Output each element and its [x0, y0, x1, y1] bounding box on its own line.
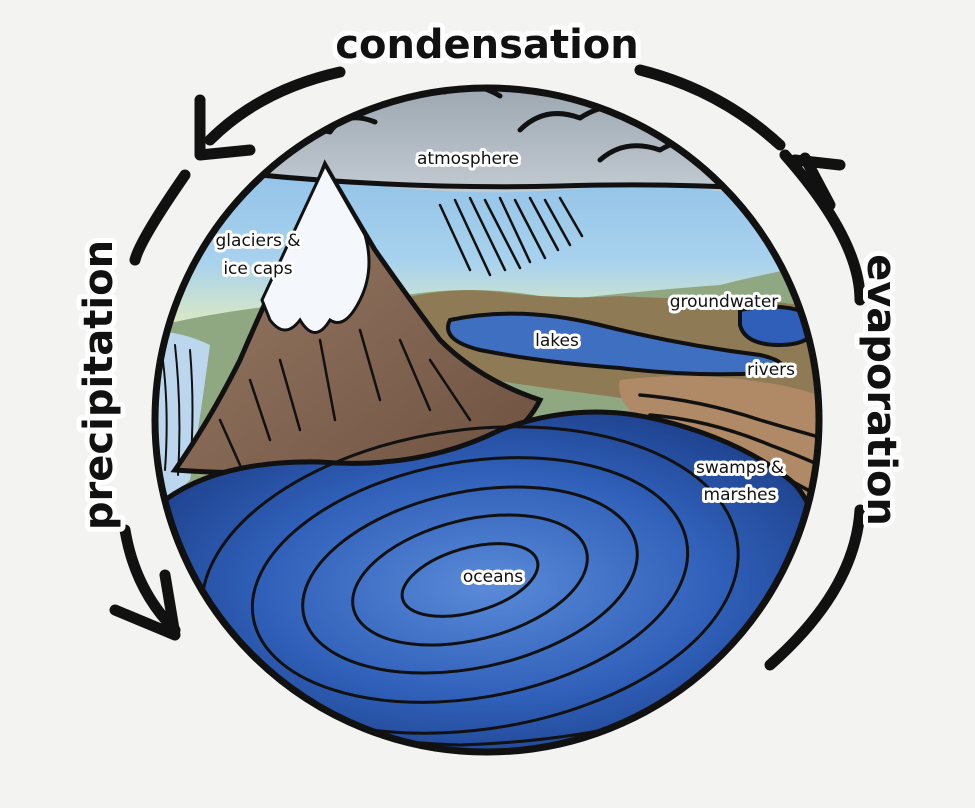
- arrow-condensation-icon: [204, 66, 346, 146]
- mountain-hatching: [218, 328, 472, 467]
- atmosphere-clouds: [155, 88, 819, 195]
- label-rivers: rivers: [747, 360, 795, 380]
- ocean: [155, 409, 819, 752]
- globe-outline: [151, 84, 823, 756]
- arrow-precipitation-upper: [129, 169, 191, 266]
- arrow-precipitation-icon: [119, 524, 181, 636]
- arrow-evaporation-head: [789, 154, 846, 171]
- lake: [446, 311, 785, 377]
- label-swamps-line1: swamps &: [696, 458, 784, 478]
- label-lakes: lakes: [535, 331, 579, 351]
- label-swamps-line2: marshes: [704, 485, 777, 505]
- label-glaciers-line1: glaciers &: [216, 231, 301, 251]
- arrow-condensation-head: [194, 94, 256, 161]
- arrow-evaporation-tail: [779, 149, 866, 306]
- globe-scene: [155, 88, 819, 752]
- label-condensation: condensation: [335, 22, 639, 68]
- label-atmosphere: atmosphere: [417, 149, 519, 169]
- label-evaporation: evaporation: [858, 254, 904, 526]
- label-groundwater: groundwater: [670, 292, 779, 312]
- snow-cap: [260, 161, 371, 334]
- label-oceans: oceans: [463, 567, 523, 587]
- arrow-precipitation-head: [109, 569, 181, 641]
- arrow-condensation-tail: [634, 64, 786, 151]
- cycle-arrows: [109, 64, 866, 671]
- rain-streaks: [438, 196, 584, 277]
- label-glaciers-line2: ice caps: [223, 259, 292, 279]
- label-precipitation: precipitation: [76, 240, 122, 530]
- arrow-evaporation-lower: [764, 504, 866, 671]
